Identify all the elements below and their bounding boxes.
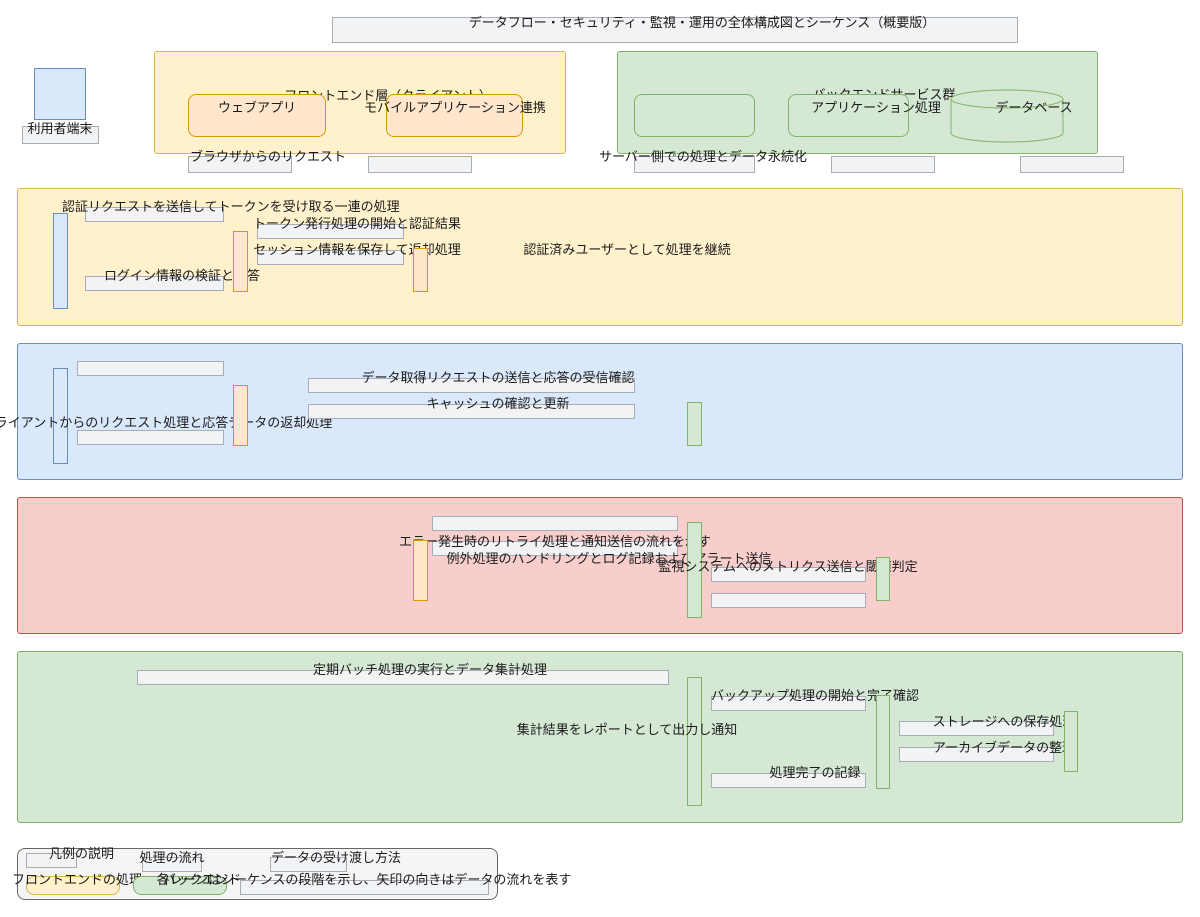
legend-swatch-1 [26, 853, 77, 868]
backend-database-icon [950, 89, 1064, 143]
lane4-msg-2: 集計結果をレポートとして出力し通知 [516, 723, 738, 738]
lane2-lifeline-client [53, 368, 68, 464]
lane1-note-a: 認証リクエストを送信してトークンを受け取る一連の処理 [62, 200, 400, 215]
lane4-msg-box-5 [899, 747, 1054, 762]
lane1-msg-1: トークン発行処理の開始と認証結果 [252, 217, 462, 232]
lane2-msg-box-1 [308, 378, 635, 393]
legend-item-3: データの受け渡し方法 [270, 851, 402, 866]
lane1-msg-box-1 [257, 224, 404, 239]
legend-item-1: 凡例の説明 [49, 847, 115, 862]
lane1-note-b: ログイン情報の検証と応答 [103, 269, 261, 284]
legend-swatch-frontend [26, 876, 120, 895]
backend-db-label: データベース [995, 101, 1073, 116]
lane1-lifeline-frontend [233, 231, 248, 292]
lane2-note-box-b [77, 430, 224, 445]
legend-swatch-2 [142, 857, 202, 872]
lane2-msg-2: キャッシュの確認と更新 [426, 397, 570, 412]
lane3-note-box-b [432, 541, 678, 556]
lane3-msg-1: エラー発生時のリトライ処理と通知送信の流れを示す [398, 535, 712, 550]
legend-item-5: バックエンド [162, 873, 242, 888]
backend-note-1: サーバー側での処理とデータ永続化 [599, 150, 807, 165]
lane4-lifeline-storage [876, 695, 890, 789]
user-terminal-label-box [22, 126, 99, 144]
frontend-node-web-label: ウェブアプリ [217, 101, 297, 116]
lane3-msg-box-3b [711, 593, 866, 608]
lane1-lifeline-client [53, 213, 68, 309]
lane2-lifeline-backend [687, 402, 702, 446]
backend-note-box-1 [634, 156, 755, 173]
lane3-note-box-a [432, 516, 678, 531]
frontend-note-box-1 [188, 156, 292, 173]
frontend-node-mobile [386, 94, 523, 137]
legend-item-2: 処理の流れ [139, 851, 205, 866]
frontend-note-box-2 [368, 156, 472, 173]
lane4-msg-6: 処理完了の記録 [769, 766, 861, 781]
lane2-msg-1: データ取得リクエストの送信と応答の受信確認 [361, 371, 635, 386]
lane4-msg-1: 定期バッチ処理の実行とデータ集計処理 [312, 663, 548, 678]
legend-swatch-3 [270, 857, 347, 872]
legend-swatch-backend [133, 876, 227, 895]
backend-node-app [788, 94, 909, 137]
lane4-msg-box-3 [711, 696, 866, 711]
user-terminal-label: 利用者端末 [27, 122, 93, 137]
frontend-node-mobile-label: モバイルアプリケーション連携 [364, 101, 546, 116]
backend-note-box-3 [1020, 156, 1124, 173]
backend-note-box-2 [831, 156, 935, 173]
legend-item-6: 各レーンはシーケンスの段階を示し、矢印の向きはデータの流れを表す [156, 873, 572, 888]
lane2-note-box-a [77, 361, 224, 376]
lane3-msg-box-3a [711, 567, 866, 582]
lane4-msg-4: ストレージへの保存処理 [932, 715, 1076, 730]
lane4-lifeline-backend [687, 677, 702, 806]
lane3-lifeline-frontend [413, 540, 428, 601]
lane4-lifeline-archive [1064, 711, 1078, 772]
lane1-msg-box-2 [257, 250, 404, 265]
lane1-note-box-b [85, 276, 224, 291]
lane1-lifeline-backend [413, 248, 428, 292]
backend-node-api [634, 94, 755, 137]
lane3-msg-3: 監視システムへのメトリクス送信と閾値判定 [658, 560, 918, 575]
lane1-note-box-a [85, 207, 224, 222]
lane3-lifeline-backend [687, 522, 702, 618]
backend-node-app-label: アプリケーション処理 [811, 101, 941, 116]
frontend-note-1: ブラウザからのリクエスト [189, 150, 347, 165]
lane3-lifeline-monitor [876, 557, 890, 601]
lane2-msg-3: クライアントからのリクエスト処理と応答データの返却処理 [0, 416, 333, 431]
diagram-title-box [332, 17, 1018, 43]
lane2-msg-box-2 [308, 404, 635, 419]
lane2-lifeline-frontend [233, 385, 248, 446]
lane4-msg-3: バックアップ処理の開始と完了確認 [710, 689, 920, 704]
lane4-msg-box-1 [137, 670, 669, 685]
lane4-msg-box-6 [711, 773, 866, 788]
lane1-msg-3: 認証済みユーザーとして処理を継続 [523, 243, 731, 258]
diagram-title: データフロー・セキュリティ・監視・運用の全体構成図とシーケンス（概要版） [468, 16, 936, 31]
legend-swatch-6 [240, 880, 489, 895]
lane4-msg-5: アーカイブデータの整理 [932, 741, 1076, 756]
lane4-msg-box-4 [899, 721, 1054, 736]
user-terminal-icon [34, 68, 86, 120]
legend-item-4: フロントエンドの処理 [11, 873, 143, 888]
frontend-node-web [188, 94, 326, 137]
lane1-msg-2: セッション情報を保存して返却処理 [253, 243, 461, 258]
